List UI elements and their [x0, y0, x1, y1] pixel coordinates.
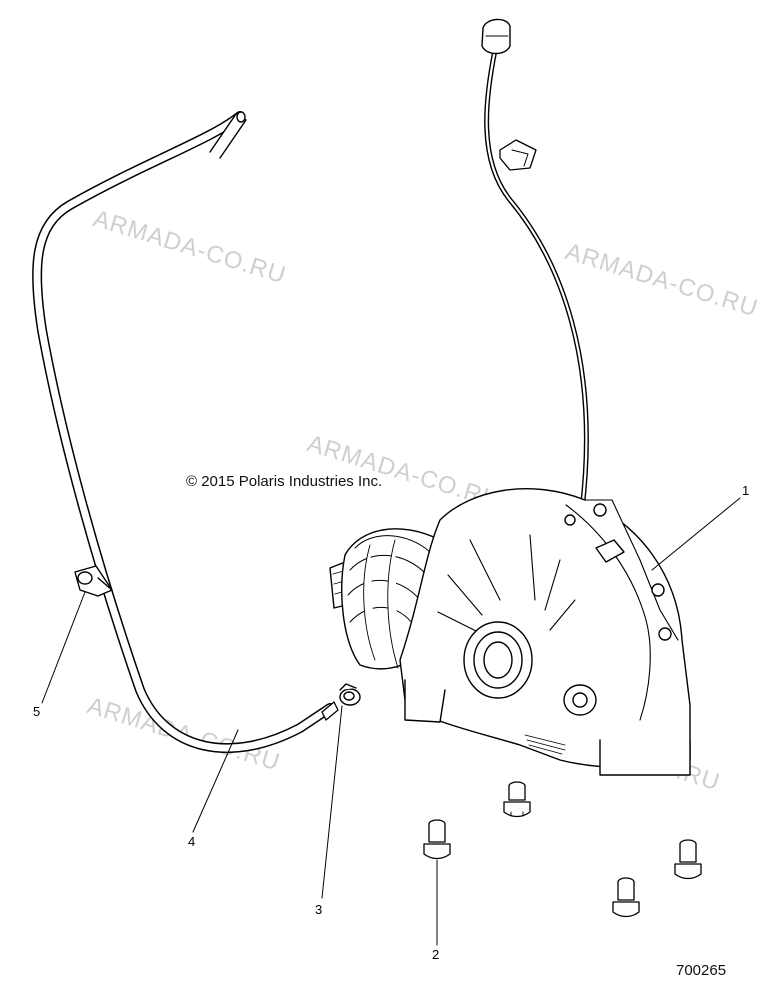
callout-5: 5	[33, 704, 41, 719]
callout-3: 3	[315, 902, 323, 917]
hose-clamp	[339, 683, 361, 706]
callout-2: 2	[432, 947, 440, 962]
leader-lines	[41, 497, 741, 946]
callout-1: 1	[742, 483, 750, 498]
bolt-2	[423, 819, 451, 860]
figure-number: 700265	[676, 962, 727, 979]
vent-hose	[32, 111, 339, 753]
bolt-4	[612, 877, 640, 918]
copyright-notice: © 2015 Polaris Industries Inc.	[186, 473, 383, 490]
bolt-1	[503, 781, 531, 818]
wire-harness	[481, 18, 589, 513]
mounting-bolts	[423, 781, 702, 918]
front-gearcase	[329, 488, 691, 776]
bolt-3	[674, 839, 702, 880]
hose-clip	[74, 565, 113, 597]
callout-4: 4	[188, 834, 196, 849]
